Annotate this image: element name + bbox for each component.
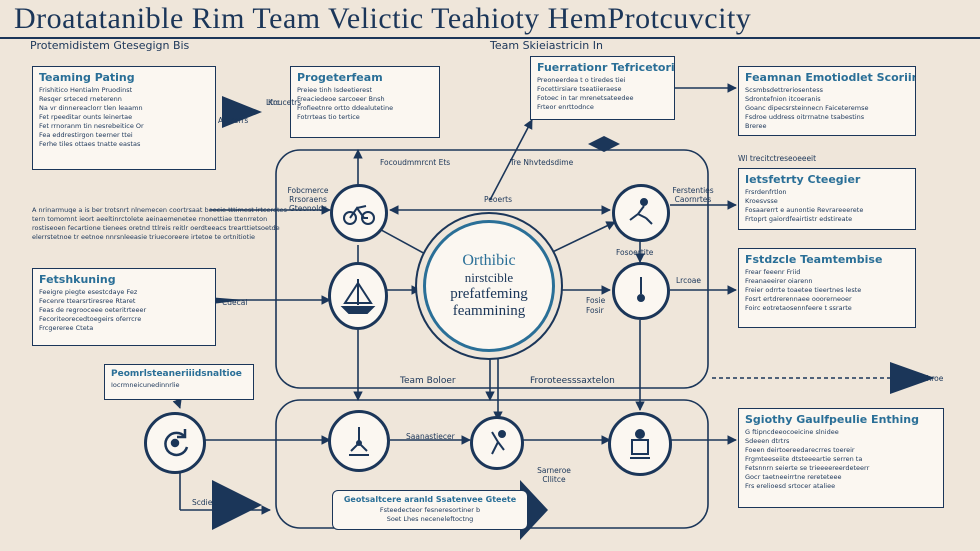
label-2: Wl trecitctreseoeeeit — [738, 154, 817, 163]
note-bottom: Geotsaltcere aranld Ssatenvee Gteete Fst… — [332, 490, 528, 530]
pointer-arrow-5 — [890, 362, 935, 394]
label-19: Anehroe — [912, 374, 944, 383]
pointer-arrow-1 — [222, 96, 262, 128]
box-feamnan: Feamnan Emotiodlet Scoriinig Scsmbsdettr… — [738, 66, 916, 136]
diamond-marker — [588, 136, 620, 152]
label-3: Peoerts — [484, 195, 513, 204]
label-8: Fosoertite — [616, 248, 654, 257]
subheading-center: Team Skieiastricin In — [490, 39, 603, 52]
label-7: Ferstenties Caornrtes — [672, 186, 714, 204]
subheading-left: Protemidistem Gtesegign Bis — [30, 39, 190, 52]
box-ietsfetrty: Ietsfetrty Cteegier Frsrdenfrtlon Kroesv… — [738, 168, 916, 230]
label-13: Team Boloer — [400, 376, 456, 386]
box-fuerrationr: Fuerrationr Tefricetoring Preoneerdea t … — [530, 56, 675, 120]
label-5: Ltoucetrs — [266, 98, 302, 107]
label-9: Fosie — [586, 296, 606, 305]
refresh-icon — [144, 412, 206, 474]
box-fstdzcle: Fstdzcle Teamtembise Frear feeenr Friid … — [738, 248, 916, 328]
page-title: Droatatanible Rim Team Velictic Teahioty… — [14, 2, 752, 35]
label-1: Tre Nhvtedsdime — [510, 158, 574, 167]
box-progeterfeam: Progeterfeam Preiee tinh Isdeetierest Fr… — [290, 66, 440, 138]
label-6: Fobcmerce Rrsoraens Gteonolds — [287, 186, 329, 213]
label-11: Lrcoae — [676, 276, 702, 285]
label-10: Fosir — [586, 306, 604, 315]
label-17: Scdiee — [192, 498, 217, 507]
label-4: Ararerrs — [218, 116, 249, 125]
box-fetshkuning: Fetshkuning Feeigre piegte esestcdaye Fe… — [32, 268, 216, 346]
sailboat-icon — [328, 262, 388, 330]
pen-tool-icon — [328, 410, 390, 472]
label-12: Cdecal — [222, 298, 248, 307]
upper-loop-frame — [275, 149, 709, 389]
label-15: Saanastiecer — [406, 432, 455, 441]
box-sgiothy: Sgiothy Gaulfpeulie Enthing G ftipncdeeo… — [738, 408, 944, 508]
box-teaming-pating: Teaming Pating Frishitico Hentialm Pruod… — [32, 66, 216, 170]
bicycle-icon — [330, 184, 388, 242]
title-rule — [0, 37, 980, 39]
label-16: Sarneroe Cllitce — [537, 466, 571, 484]
pointer-arrow-3 — [212, 480, 262, 530]
note-top-left: Peomrlsteaneriiidsnaltioe Iocrmneicunedi… — [104, 364, 254, 400]
machine-icon — [608, 412, 672, 476]
label-18: Krc — [268, 98, 280, 107]
runner-icon — [470, 416, 524, 470]
left-paragraph: A nrinarmuqe a is ber trotsnrt nlnemecen… — [32, 206, 287, 241]
central-hub: Orthibic nirstcible prefatfeming feammin… — [423, 220, 555, 352]
cyclist-icon — [612, 184, 670, 242]
label-0: Focoudmmrcnt Ets — [380, 158, 451, 167]
ladder-icon — [612, 262, 670, 320]
label-14: Froroteesssaxtelon — [530, 376, 615, 386]
